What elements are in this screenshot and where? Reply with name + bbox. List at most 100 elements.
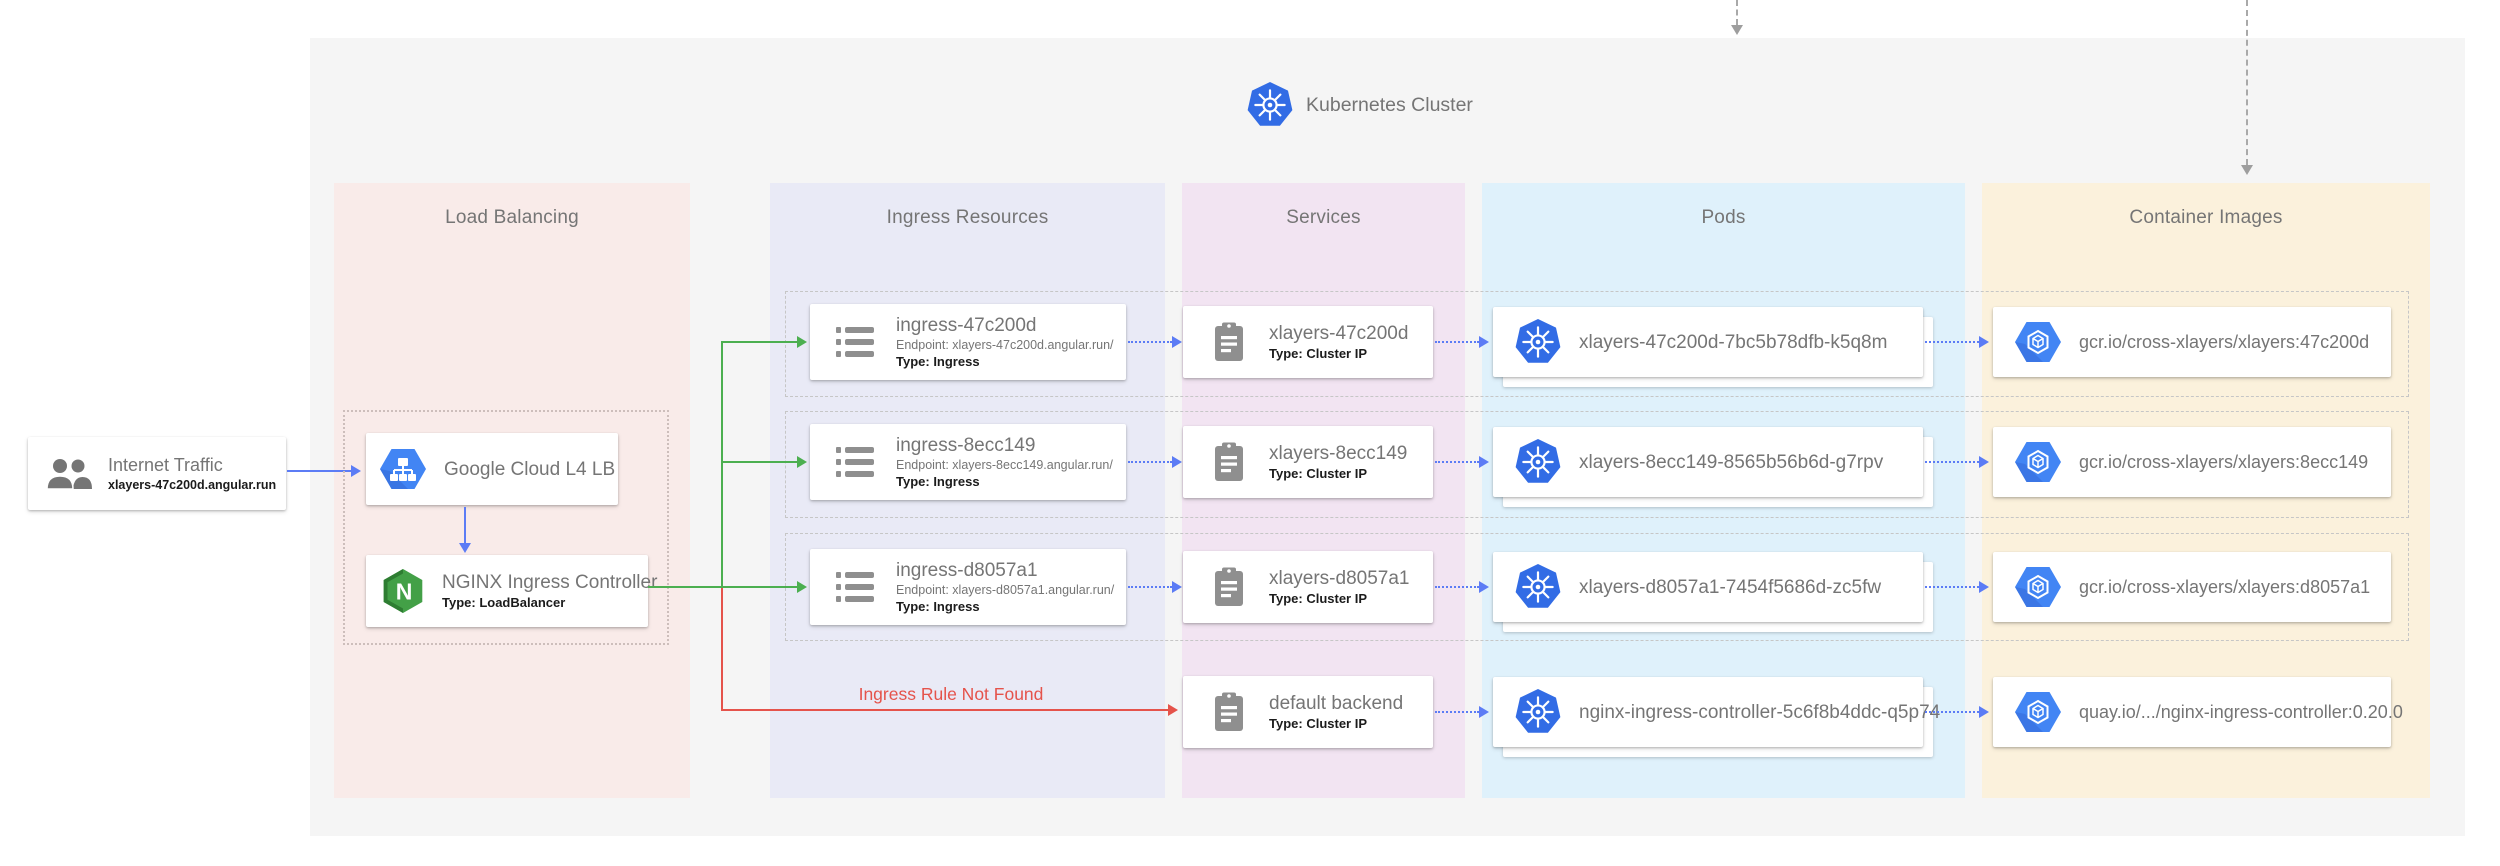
ingress-endpoint: Endpoint: xlayers-47c200d.angular.run/ bbox=[896, 338, 1114, 352]
arrowhead-right-icon bbox=[1168, 704, 1178, 716]
ingress-title: ingress-d8057a1 bbox=[896, 560, 1038, 581]
service-title: default backend bbox=[1269, 693, 1404, 714]
arrow-service-to-pod bbox=[1435, 586, 1479, 588]
arrow-service-to-pod bbox=[1435, 461, 1479, 463]
container-registry-cube-icon bbox=[2015, 564, 2061, 610]
kubernetes-wheel-icon bbox=[1515, 439, 1561, 485]
list-icon bbox=[834, 445, 876, 479]
service-type: Type: Cluster IP bbox=[1269, 716, 1368, 731]
error-label: Ingress Rule Not Found bbox=[858, 684, 1044, 704]
clipboard-icon bbox=[1211, 441, 1247, 483]
container-registry-cube-icon bbox=[2015, 439, 2061, 485]
arrowhead-right-icon bbox=[1172, 336, 1182, 348]
ingress-type: Type: Ingress bbox=[896, 474, 980, 489]
arrow-service-to-pod bbox=[1435, 711, 1479, 713]
image-card: quay.io/.../nginx-ingress-controller:0.2… bbox=[1993, 677, 2403, 747]
arrowhead-down-icon bbox=[1731, 25, 1743, 35]
ingress-title: ingress-47c200d bbox=[896, 315, 1037, 336]
list-icon bbox=[834, 570, 876, 604]
ingress-card: ingress-47c200d Endpoint: xlayers-47c200… bbox=[810, 304, 1126, 380]
ingress-endpoint: Endpoint: xlayers-d8057a1.angular.run/ bbox=[896, 583, 1115, 597]
arrow-pod-to-image bbox=[1925, 586, 1979, 588]
arrow-ingress-to-service bbox=[1128, 341, 1172, 343]
branch-row1 bbox=[722, 341, 798, 343]
image-name: quay.io/.../nginx-ingress-controller:0.2… bbox=[2079, 701, 2403, 722]
arrow-ingress-to-service bbox=[1128, 586, 1172, 588]
clipboard-icon bbox=[1211, 566, 1247, 608]
load-balancer-group-outline bbox=[343, 410, 669, 645]
image-card: gcr.io/cross-xlayers/xlayers:d8057a1 bbox=[1993, 552, 2391, 622]
arrowhead-right-icon bbox=[1172, 581, 1182, 593]
arrowhead-right-icon bbox=[1479, 456, 1489, 468]
list-icon bbox=[834, 325, 876, 359]
service-card: xlayers-d8057a1 Type: Cluster IP bbox=[1183, 551, 1433, 623]
arrowhead-right-icon bbox=[1979, 706, 1989, 718]
column-header-pods: Pods bbox=[1701, 207, 1746, 228]
kubernetes-icon bbox=[1247, 82, 1293, 128]
ingress-title: ingress-8ecc149 bbox=[896, 435, 1036, 456]
arrowhead-right-icon bbox=[1479, 706, 1489, 718]
top-connector-line-right bbox=[2246, 0, 2248, 165]
branch-row2 bbox=[722, 461, 798, 463]
arrowhead-right-icon bbox=[1479, 581, 1489, 593]
nginx-type: Type: LoadBalancer bbox=[442, 595, 566, 610]
ingress-card: ingress-8ecc149 Endpoint: xlayers-8ecc14… bbox=[810, 424, 1126, 500]
arrowhead-right-icon bbox=[797, 581, 807, 593]
container-registry-cube-icon bbox=[2015, 319, 2061, 365]
service-title: xlayers-47c200d bbox=[1269, 323, 1409, 344]
image-name: gcr.io/cross-xlayers/xlayers:47c200d bbox=[2079, 331, 2370, 352]
service-title: xlayers-d8057a1 bbox=[1269, 568, 1410, 589]
google-lb-card: Google Cloud L4 LB bbox=[366, 433, 618, 505]
cluster-title: Kubernetes Cluster bbox=[1306, 94, 1473, 116]
kubernetes-wheel-icon bbox=[1515, 319, 1561, 365]
pod-name: xlayers-8ecc149-8565b56b6d-g7rpv bbox=[1579, 451, 1884, 473]
arrowhead-right-icon bbox=[351, 465, 361, 477]
arrow-service-to-pod bbox=[1435, 341, 1479, 343]
clipboard-icon bbox=[1211, 691, 1247, 733]
service-card: xlayers-47c200d Type: Cluster IP bbox=[1183, 306, 1433, 378]
pod-card: xlayers-47c200d-7bc5b78dfb-k5q8m bbox=[1493, 307, 1923, 377]
arrowhead-right-icon bbox=[1172, 456, 1182, 468]
nginx-routing-trunk bbox=[721, 341, 723, 588]
ingress-endpoint: Endpoint: xlayers-8ecc149.angular.run/ bbox=[896, 458, 1113, 472]
ingress-type: Type: Ingress bbox=[896, 599, 980, 614]
column-header-load-balancing: Load Balancing bbox=[445, 207, 579, 228]
pod-card: nginx-ingress-controller-5c6f8b4ddc-q5p7… bbox=[1493, 677, 1940, 747]
arrow-lb-to-nginx bbox=[464, 507, 466, 543]
container-registry-cube-icon bbox=[2015, 689, 2061, 735]
service-type: Type: Cluster IP bbox=[1269, 591, 1368, 606]
arrowhead-right-icon bbox=[1479, 336, 1489, 348]
arrow-ingress-to-service bbox=[1128, 461, 1172, 463]
column-header-services: Services bbox=[1286, 207, 1361, 228]
pod-name: nginx-ingress-controller-5c6f8b4ddc-q5p7… bbox=[1579, 701, 1941, 723]
pod-card: xlayers-d8057a1-7454f5686d-zc5fw bbox=[1493, 552, 1923, 622]
arrowhead-right-icon bbox=[1979, 456, 1989, 468]
internet-traffic-host: xlayers-47c200d.angular.run bbox=[108, 477, 277, 492]
arrowhead-right-icon bbox=[797, 336, 807, 348]
gcp-hexagon-lb-icon bbox=[380, 446, 426, 492]
kubernetes-wheel-icon bbox=[1515, 689, 1561, 735]
image-card: gcr.io/cross-xlayers/xlayers:8ecc149 bbox=[1993, 427, 2391, 497]
service-title: xlayers-8ecc149 bbox=[1269, 443, 1408, 464]
arrow-pod-to-image bbox=[1925, 711, 1979, 713]
nginx-exit-and-branch-row3 bbox=[648, 586, 798, 588]
column-header-container-images: Container Images bbox=[2129, 207, 2283, 228]
internet-traffic-card: Internet Traffic xlayers-47c200d.angular… bbox=[28, 437, 286, 510]
service-type: Type: Cluster IP bbox=[1269, 466, 1368, 481]
service-type: Type: Cluster IP bbox=[1269, 346, 1368, 361]
arrow-pod-to-image bbox=[1925, 341, 1979, 343]
image-card: gcr.io/cross-xlayers/xlayers:47c200d bbox=[1993, 307, 2391, 377]
image-name: gcr.io/cross-xlayers/xlayers:8ecc149 bbox=[2079, 451, 2369, 472]
service-card: xlayers-8ecc149 Type: Cluster IP bbox=[1183, 426, 1433, 498]
image-name: gcr.io/cross-xlayers/xlayers:d8057a1 bbox=[2079, 576, 2371, 597]
top-connector-line-left bbox=[1736, 0, 1738, 25]
pod-name: xlayers-47c200d-7bc5b78dfb-k5q8m bbox=[1579, 331, 1888, 353]
google-lb-title: Google Cloud L4 LB bbox=[444, 458, 616, 480]
pod-name: xlayers-d8057a1-7454f5686d-zc5fw bbox=[1579, 576, 1882, 598]
people-icon bbox=[46, 457, 92, 491]
ingress-card: ingress-d8057a1 Endpoint: xlayers-d8057a… bbox=[810, 549, 1126, 625]
arrowhead-right-icon bbox=[1979, 336, 1989, 348]
error-connector-vertical bbox=[721, 588, 723, 710]
nginx-controller-card: NGINX Ingress Controller Type: LoadBalan… bbox=[366, 555, 657, 627]
service-card: default backend Type: Cluster IP bbox=[1183, 676, 1433, 748]
